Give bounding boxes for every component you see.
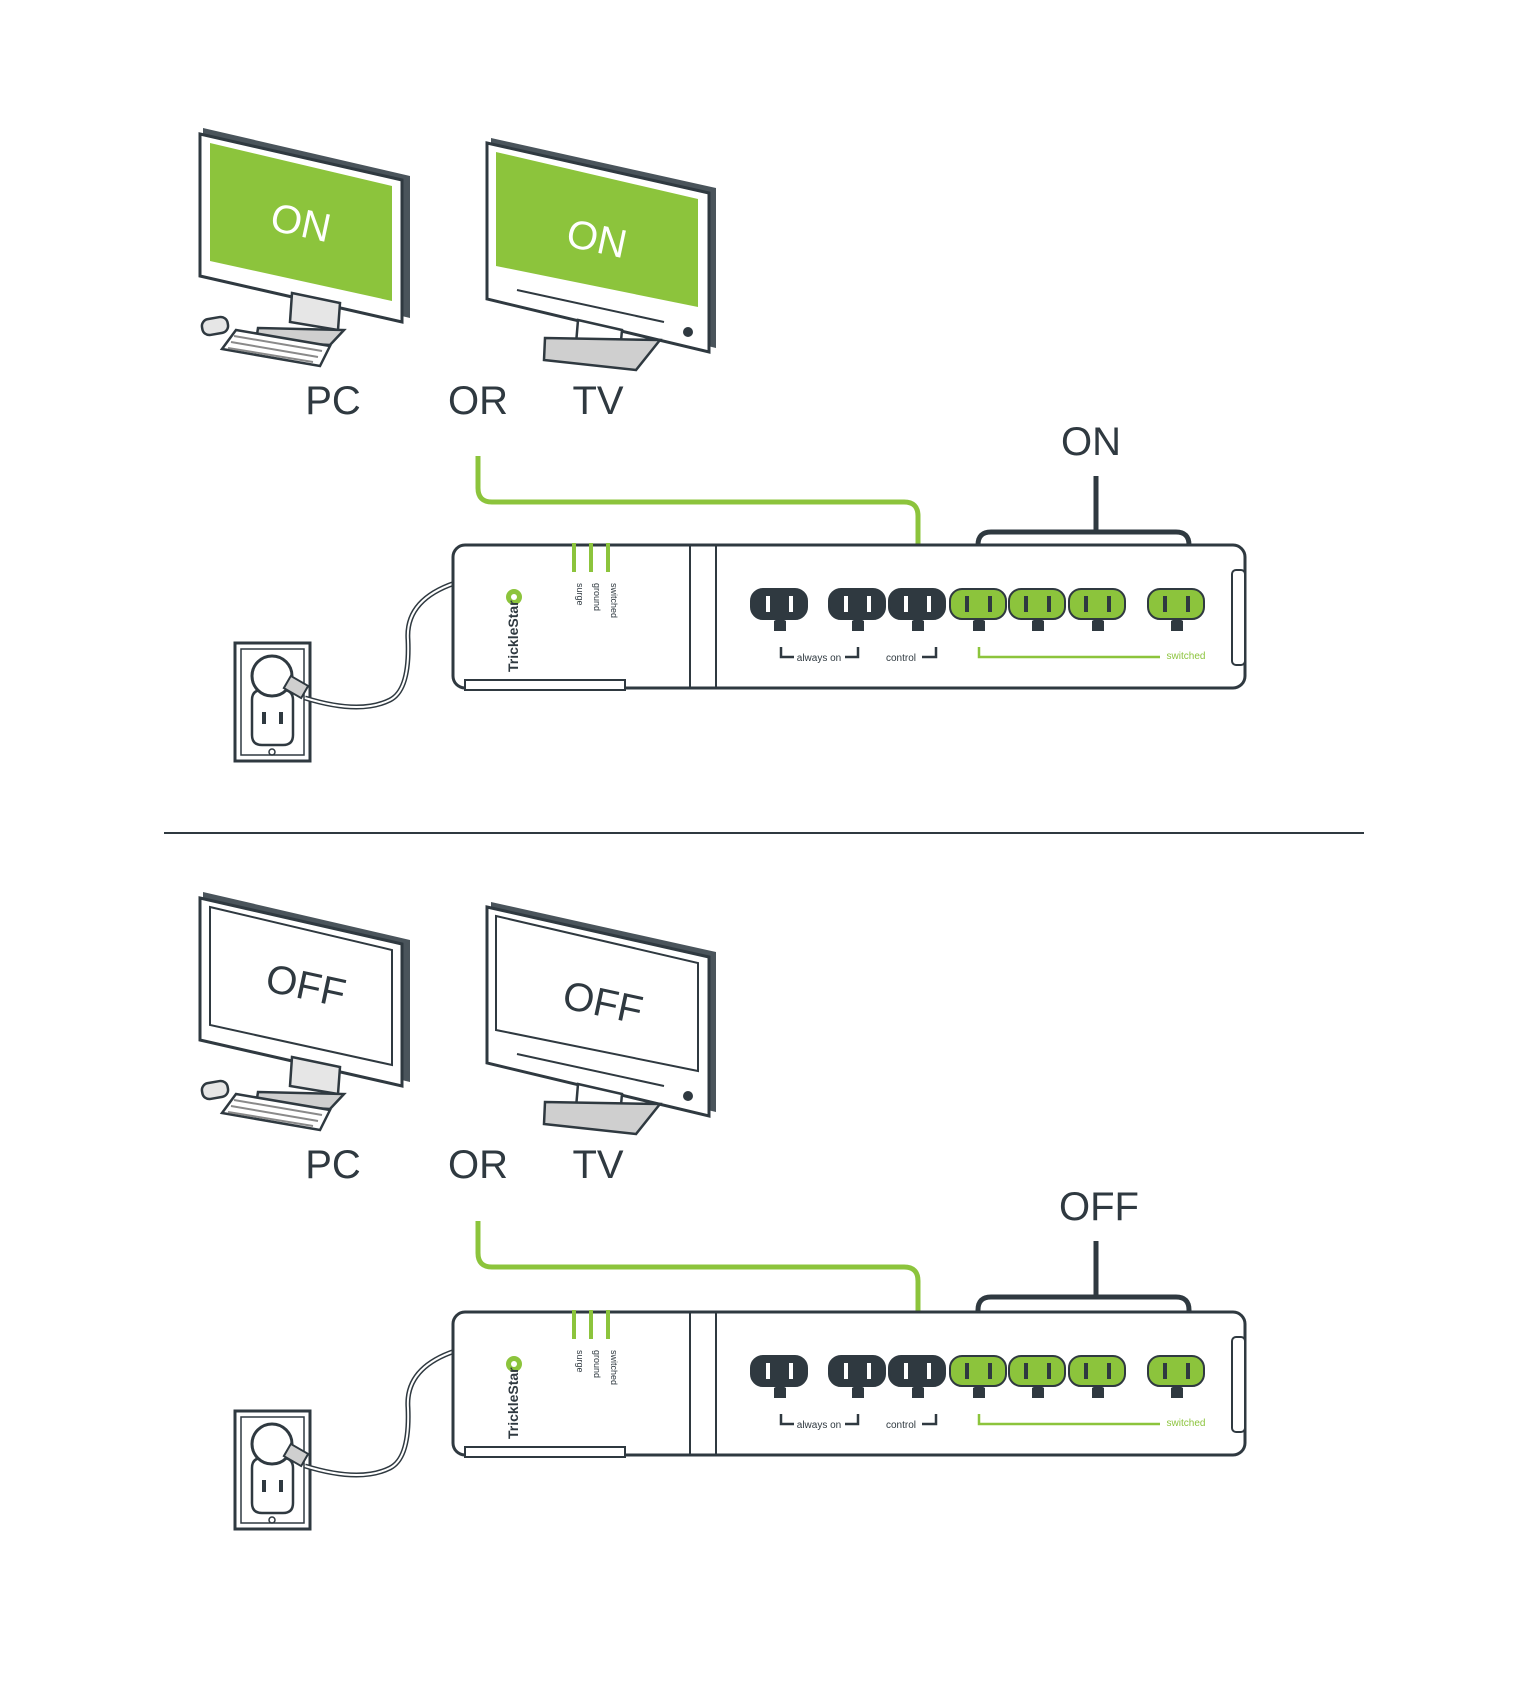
indicator-switched: switched: [609, 1350, 619, 1385]
outlet: [1147, 1355, 1205, 1398]
power-strip: surge ground switched TrickleStar: [451, 543, 1247, 691]
group-control: control: [886, 1420, 916, 1431]
tv-label: TV: [572, 1143, 623, 1187]
tv-screen: [496, 152, 698, 307]
mouse-icon: [200, 315, 230, 337]
tricklestar-logo: TrickleStar: [505, 589, 522, 672]
outlet: [828, 588, 886, 631]
power-strip: surge ground switched TrickleStar: [451, 1310, 1247, 1458]
outlet: [888, 1355, 946, 1398]
pc-monitor: ON: [198, 128, 410, 368]
mouse-icon: [200, 1079, 230, 1101]
outlet: [1068, 588, 1126, 631]
group-always-on: always on: [797, 653, 841, 664]
outlet: [949, 1355, 1007, 1398]
tv-monitor: ON: [485, 138, 716, 372]
group-switched: switched: [1167, 651, 1206, 662]
bracket-icon: [975, 476, 1192, 575]
or-label: OR: [448, 379, 508, 423]
outlet: [888, 588, 946, 631]
panel-off: OFF OFF PC OR TV OF: [198, 892, 1247, 1531]
outlet: [1008, 588, 1066, 631]
outlet: [1068, 1355, 1126, 1398]
brand-name: TrickleStar: [505, 1367, 521, 1439]
tv-monitor: OFF: [485, 902, 716, 1136]
group-switched: switched: [1167, 1418, 1206, 1429]
keyboard-icon: [219, 1092, 332, 1132]
indicator-surge: surge: [575, 1350, 585, 1373]
outlet: [1008, 1355, 1066, 1398]
keyboard-icon: [219, 328, 332, 368]
pc-monitor: OFF: [198, 892, 410, 1132]
pc-label: PC: [305, 1143, 361, 1187]
bracket-icon: [975, 1241, 1192, 1340]
indicator-surge: surge: [575, 583, 585, 606]
pc-label: PC: [305, 379, 361, 423]
indicator-ground: ground: [592, 583, 602, 611]
outlet: [828, 1355, 886, 1398]
group-always-on: always on: [797, 1420, 841, 1431]
tv-label: TV: [572, 379, 623, 423]
pc-screen: [209, 905, 393, 1067]
outlet: [949, 588, 1007, 631]
tricklestar-logo: TrickleStar: [505, 1356, 522, 1439]
wall-outlet-icon: [233, 580, 456, 763]
outlet: [1147, 588, 1205, 631]
panel-on: ON ON: [198, 128, 1247, 763]
group-control: control: [886, 653, 916, 664]
state-label: OFF: [1059, 1185, 1139, 1229]
indicator-switched: switched: [609, 583, 619, 618]
wall-outlet-icon: [233, 1348, 456, 1531]
state-label: ON: [1061, 420, 1121, 464]
or-label: OR: [448, 1143, 508, 1187]
tv-screen: [495, 914, 699, 1073]
outlet: [750, 1355, 808, 1398]
outlet: [750, 588, 808, 631]
pc-screen: [210, 143, 392, 301]
brand-name: TrickleStar: [505, 600, 521, 672]
indicator-ground: ground: [592, 1350, 602, 1378]
